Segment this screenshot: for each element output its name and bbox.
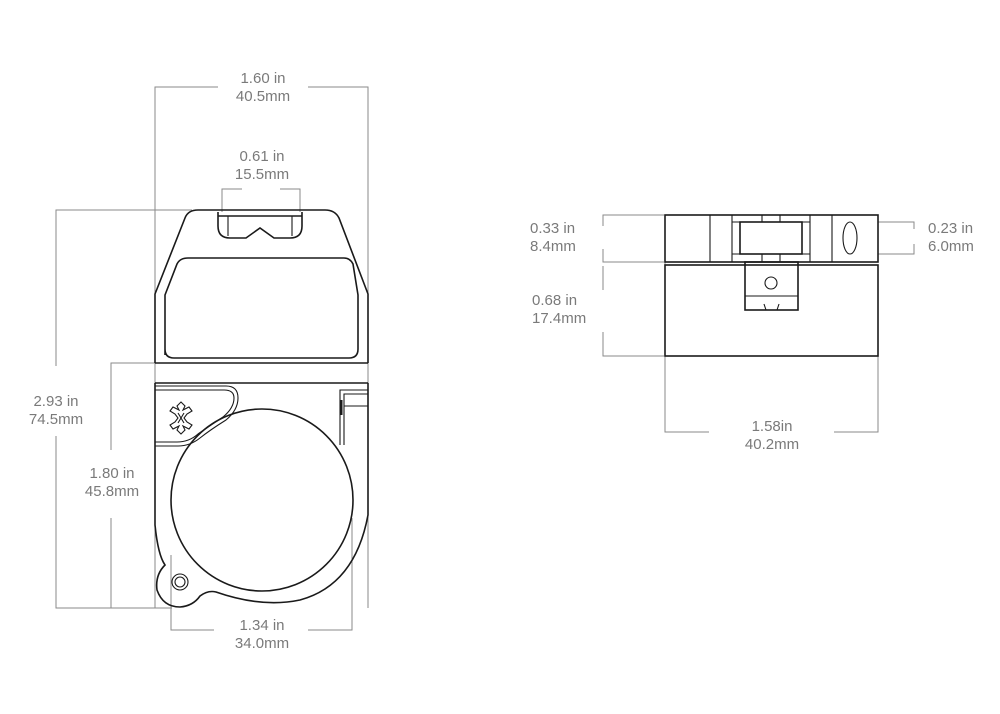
dimension-imperial: 1.60 in <box>240 70 286 87</box>
dimension-metric: 40.5mm <box>235 88 291 105</box>
dimension-label-top-height: 0.33 in 8.4mm <box>530 220 600 256</box>
dimension-imperial: 0.61 in <box>239 148 285 165</box>
dimension-imperial: 1.80 in <box>89 465 135 482</box>
dimension-imperial: 0.23 in <box>928 220 974 237</box>
side-dimension-lines <box>602 214 915 433</box>
dimension-metric: 8.4mm <box>530 238 576 255</box>
side-view-mount <box>664 214 879 357</box>
dimension-metric: 6.0mm <box>928 238 974 255</box>
dimension-metric: 40.2mm <box>744 436 800 453</box>
brand-x-logo-icon <box>169 401 193 435</box>
dimension-imperial: 1.58in <box>751 418 793 435</box>
dimension-label-overall-length: 1.58in 40.2mm <box>730 418 814 454</box>
dimension-label-top-rail-width: 0.61 in 15.5mm <box>222 148 302 184</box>
dimension-label-ring-diameter: 1.34 in 34.0mm <box>220 617 304 653</box>
dimension-label-overall-width: 1.60 in 40.5mm <box>221 70 305 106</box>
dimension-metric: 34.0mm <box>234 635 290 652</box>
dimension-label-overall-height: 2.93 in 74.5mm <box>14 393 98 429</box>
dimension-label-slot-height: 0.23 in 6.0mm <box>928 220 998 256</box>
dimension-metric: 17.4mm <box>532 310 587 327</box>
dimension-metric: 74.5mm <box>28 411 84 428</box>
dimension-imperial: 2.93 in <box>33 393 79 410</box>
dimension-metric: 15.5mm <box>234 166 290 183</box>
dimension-imperial: 0.33 in <box>530 220 576 237</box>
dimension-label-clamp-height: 1.80 in 45.8mm <box>72 465 152 501</box>
dimension-metric: 45.8mm <box>84 483 140 500</box>
front-view-mount <box>154 209 369 608</box>
dimension-label-base-height: 0.68 in 17.4mm <box>532 292 602 328</box>
dimension-imperial: 1.34 in <box>239 617 285 634</box>
dimension-imperial: 0.68 in <box>532 292 578 309</box>
